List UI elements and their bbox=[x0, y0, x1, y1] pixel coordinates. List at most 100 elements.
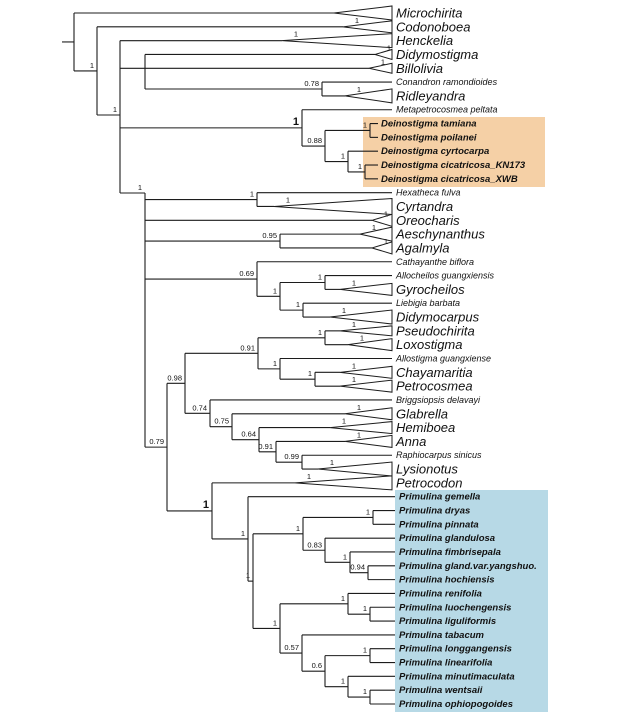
collapsed-clade-triangle-billolivia bbox=[368, 62, 393, 74]
tip-label-primulina-gemella: Primulina gemella bbox=[399, 492, 480, 503]
support-value-billolivia: 1 bbox=[381, 57, 385, 66]
collapsed-clade-triangle-anna bbox=[344, 434, 393, 448]
tip-label-billolivia: Billolivia bbox=[396, 61, 443, 76]
tip-label-primulina-liguliformis: Primulina liguliformis bbox=[399, 616, 496, 627]
support-value-node: 1 bbox=[296, 300, 300, 309]
collapsed-clade-triangle-pseudochirita bbox=[339, 325, 393, 337]
collapsed-clade-triangle-cyrtandra bbox=[273, 197, 393, 216]
collapsed-clade-triangle-loxostigma bbox=[347, 338, 393, 352]
support-value-node: 1 bbox=[273, 359, 277, 368]
tip-label-microchirita: Microchirita bbox=[396, 6, 462, 21]
support-value-node: 0.78 bbox=[304, 79, 319, 88]
support-value-cyrtandra: 1 bbox=[286, 195, 290, 204]
tip-label-glabrella: Glabrella bbox=[396, 406, 448, 421]
tip-label-primulina-luochengensis: Primulina luochengensis bbox=[399, 602, 511, 613]
tip-label-conandron-ramondioides: Conandron ramondioides bbox=[396, 77, 498, 87]
tip-label-cyrtandra: Cyrtandra bbox=[396, 199, 453, 214]
support-value-petrocosmea: 1 bbox=[352, 375, 356, 384]
tip-label-primulina-fimbrisepala: Primulina fimbrisepala bbox=[399, 547, 501, 558]
collapsed-clade-triangle-microchirita bbox=[333, 5, 393, 21]
support-value-node: 0.98 bbox=[167, 373, 182, 382]
support-value-node: 0.94 bbox=[350, 563, 365, 572]
tip-label-primulina-minutimaculata: Primulina minutimaculata bbox=[399, 671, 515, 682]
tip-label-agalmyla: Agalmyla bbox=[395, 240, 449, 255]
deinostigma-clade-highlight bbox=[363, 117, 545, 187]
tip-label-anna: Anna bbox=[395, 434, 426, 449]
support-value-node: 1 bbox=[293, 116, 299, 128]
tip-label-primulina-longgangensis: Primulina longgangensis bbox=[399, 644, 512, 655]
support-value-node: 0.91 bbox=[258, 442, 273, 451]
support-value-node: 1 bbox=[318, 272, 322, 281]
support-value-pseudochirita: 1 bbox=[352, 320, 356, 329]
support-value-node: 1 bbox=[363, 604, 367, 613]
support-value-aeschynanthus: 1 bbox=[372, 223, 376, 232]
support-value-hemiboea: 1 bbox=[342, 417, 346, 426]
collapsed-clade-triangle-lysionotus bbox=[317, 461, 393, 477]
support-value-node: 0.74 bbox=[192, 403, 207, 412]
support-value-node: 1 bbox=[341, 594, 345, 603]
support-value-node: 1 bbox=[273, 618, 277, 627]
support-value-node: 0.64 bbox=[241, 430, 256, 439]
tip-label-oreocharis: Oreocharis bbox=[396, 213, 460, 228]
collapsed-clade-triangle-agalmyla bbox=[370, 241, 393, 255]
collapsed-clade-triangle-didymocarpus bbox=[329, 309, 393, 325]
tip-label-didymocarpus: Didymocarpus bbox=[396, 310, 480, 325]
tip-label-briggsiopsis-delavayi: Briggsiopsis delavayi bbox=[396, 395, 481, 405]
collapsed-clade-triangle-glabrella bbox=[344, 407, 393, 421]
tip-label-gyrocheilos: Gyrocheilos bbox=[396, 282, 465, 297]
collapsed-clade-triangle-petrocosmea bbox=[339, 379, 393, 393]
tip-label-deinostigma-poilanei: Deinostigma poilanei bbox=[381, 132, 477, 143]
tip-label-pseudochirita: Pseudochirita bbox=[396, 323, 475, 338]
collapsed-clade-triangle-gyrocheilos bbox=[339, 282, 393, 296]
support-value-ridleyandra: 1 bbox=[357, 85, 361, 94]
support-value-node: 0.75 bbox=[214, 417, 229, 426]
support-value-node: 0.88 bbox=[307, 136, 322, 145]
support-value-node: 1 bbox=[138, 183, 142, 192]
tip-label-deinostigma-cyrtocarpa: Deinostigma cyrtocarpa bbox=[381, 146, 489, 157]
support-value-codonoboea: 1 bbox=[355, 16, 359, 25]
support-value-node: 0.91 bbox=[240, 343, 255, 352]
tip-label-primulina-wentsaii: Primulina wentsaii bbox=[399, 685, 483, 696]
tip-label-ridleyandra: Ridleyandra bbox=[396, 88, 465, 103]
tip-label-didymostigma: Didymostigma bbox=[396, 47, 478, 62]
support-value-petrocodon: 1 bbox=[307, 472, 311, 481]
support-value-lysionotus: 1 bbox=[330, 458, 334, 467]
support-value-node: 0.83 bbox=[307, 540, 322, 549]
support-value-node: 1 bbox=[90, 61, 94, 70]
tip-label-primulina-linearifolia: Primulina linearifolia bbox=[399, 658, 492, 669]
primulina-clade-highlight bbox=[395, 490, 548, 712]
support-value-node: 1 bbox=[363, 120, 367, 129]
tip-label-liebigia-barbata: Liebigia barbata bbox=[396, 298, 460, 308]
tip-label-primulina-dryas: Primulina dryas bbox=[399, 506, 470, 517]
tip-label-allocheilos-guangxiensis: Allocheilos guangxiensis bbox=[395, 271, 495, 281]
tip-label-primulina-hochiensis: Primulina hochiensis bbox=[399, 575, 495, 586]
tip-label-primulina-pinnata: Primulina pinnata bbox=[399, 519, 479, 530]
collapsed-clade-triangle-didymostigma bbox=[373, 48, 393, 61]
support-value-gyrocheilos: 1 bbox=[352, 278, 356, 287]
support-value-oreocharis: 1 bbox=[384, 209, 388, 218]
tip-label-codonoboea: Codonoboea bbox=[396, 19, 470, 34]
collapsed-clade-triangle-ridleyandra bbox=[344, 88, 393, 104]
support-value-chayamaritia: 1 bbox=[352, 361, 356, 370]
support-value-glabrella: 1 bbox=[357, 403, 361, 412]
support-value-anna: 1 bbox=[357, 430, 361, 439]
support-value-node: 1 bbox=[308, 369, 312, 378]
tip-label-lysionotus: Lysionotus bbox=[396, 462, 458, 477]
support-value-node: 0.57 bbox=[284, 643, 299, 652]
support-value-henckelia: 1 bbox=[294, 30, 298, 39]
collapsed-clade-triangle-oreocharis bbox=[370, 213, 393, 227]
support-value-node: 1 bbox=[241, 529, 245, 538]
support-value-node: 1 bbox=[318, 328, 322, 337]
tip-label-primulina-renifolia: Primulina renifolia bbox=[399, 588, 482, 599]
support-value-node: 1 bbox=[366, 507, 370, 516]
tip-label-petrocodon: Petrocodon bbox=[396, 475, 463, 490]
support-value-node: 0.69 bbox=[239, 269, 254, 278]
support-value-node: 1 bbox=[273, 286, 277, 295]
support-value-node: 1 bbox=[363, 646, 367, 655]
tip-label-primulina-ophiopogoides: Primulina ophiopogoides bbox=[399, 699, 513, 710]
tip-label-hexatheca-fulva: Hexatheca fulva bbox=[396, 188, 461, 198]
support-value-node: 1 bbox=[341, 677, 345, 686]
tip-label-aeschynanthus: Aeschynanthus bbox=[395, 227, 485, 242]
